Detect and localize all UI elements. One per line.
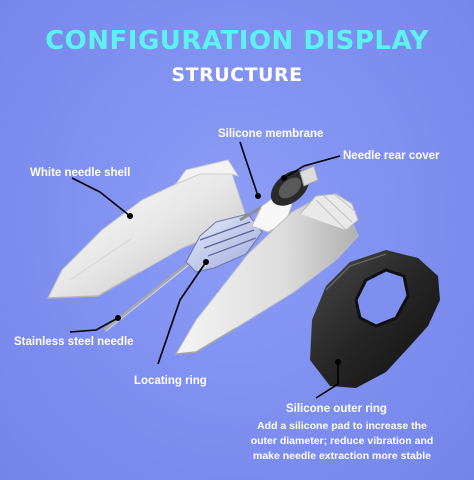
leader-silicone-membrane: [239, 141, 259, 197]
silicone-outer-ring-description: Add a silicone pad to increase the outer…: [232, 419, 452, 464]
leader-white-needle-shell: [71, 177, 131, 217]
label-stainless-steel-needle: Stainless steel needle: [14, 336, 134, 348]
locating-ring-part: [185, 200, 271, 273]
leader-lines: [69, 141, 341, 399]
label-white-needle-shell: White needle shell: [30, 167, 131, 179]
cartridge-body-part: [175, 193, 359, 355]
white-needle-shell-part: [47, 159, 246, 299]
silicone-outer-ring-part: [310, 250, 440, 388]
label-locating-ring: Locating ring: [134, 375, 207, 387]
description-line-2: outer diameter; reduce vibration and: [250, 435, 434, 447]
leader-silicone-outer-ring: [315, 362, 339, 399]
label-silicone-outer-ring: Silicone outer ring: [286, 403, 387, 415]
leader-locating-ring: [157, 261, 207, 365]
leader-stainless-steel-needle: [69, 317, 119, 333]
page-subtitle: STRUCTURE: [171, 64, 303, 86]
needle-rear-cover-part: [270, 165, 319, 206]
label-silicone-membrane: Silicone membrane: [218, 128, 324, 140]
page-title: CONFIGURATION DISPLAY: [45, 26, 429, 56]
description-line-1: Add a silicone pad to increase the: [257, 420, 427, 432]
leader-needle-rear-cover: [283, 155, 341, 179]
description-line-3: make needle extraction more stable: [253, 450, 431, 462]
label-needle-rear-cover: Needle rear cover: [343, 150, 440, 162]
